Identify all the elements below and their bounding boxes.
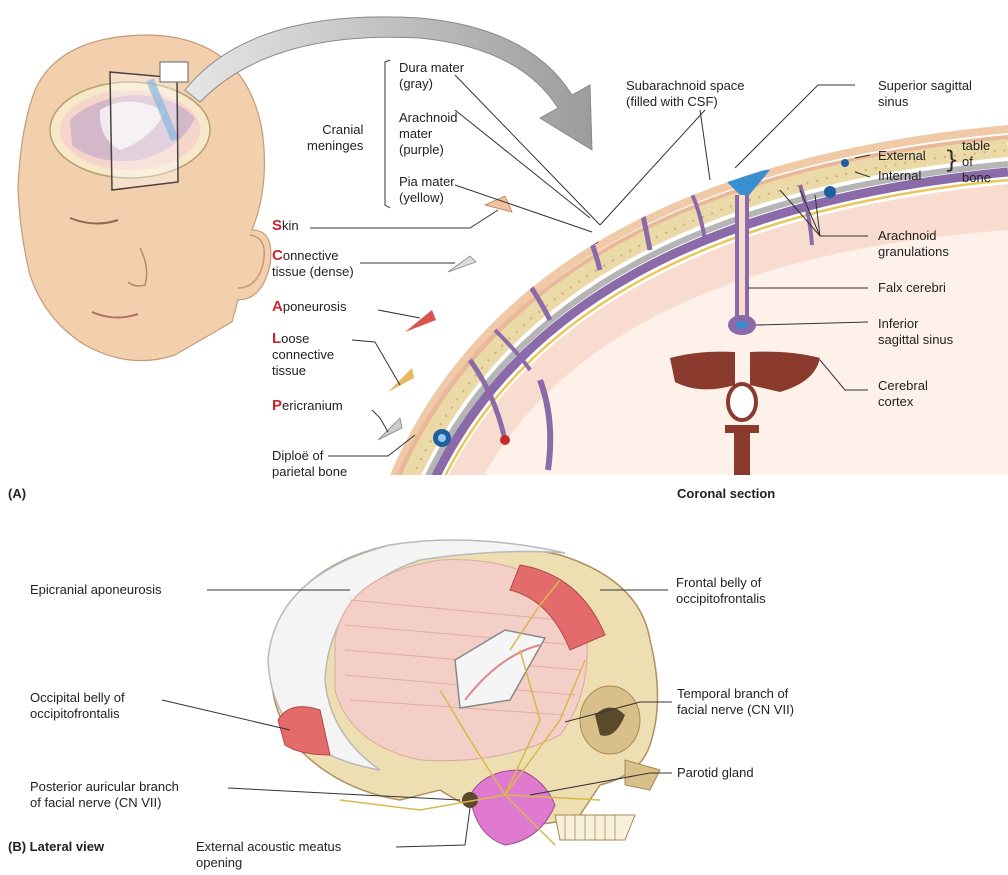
coronal-section-caption: Coronal section	[677, 486, 775, 502]
diploe-label: Diploë of parietal bone	[272, 448, 347, 480]
arachnoid-mater-label: Arachnoid mater (purple)	[399, 110, 458, 158]
superior-sagittal-sinus-label: Superior sagittal sinus	[878, 78, 972, 110]
panel-a-label: (A)	[8, 486, 26, 502]
occipital-belly-label: Occipital belly of occipitofrontalis	[30, 690, 125, 722]
pia-mater-label: Pia mater (yellow)	[399, 174, 455, 206]
scalp-layer-skin: Skin	[272, 218, 299, 234]
head-illustration	[18, 35, 271, 361]
skull-lateral	[268, 540, 660, 845]
frontal-belly-label: Frontal belly of occipitofrontalis	[676, 575, 766, 607]
arachnoid-granulations-label: Arachnoid granulations	[878, 228, 949, 260]
scalp-layer-pericranium: Pericranium	[272, 398, 343, 414]
dura-mater-label: Dura mater (gray)	[399, 60, 464, 92]
panel-b-label: (B) Lateral view	[8, 839, 104, 855]
parotid-gland-label: Parotid gland	[677, 765, 754, 781]
cerebral-cortex-label: Cerebral cortex	[878, 378, 928, 410]
external-acoustic-label: External acoustic meatus opening	[196, 839, 341, 871]
scalp-layer-aponeurosis: Aponeurosis	[272, 299, 346, 315]
internal-table-label: Internal	[878, 168, 921, 184]
scalp-layer-loose: Loose connective tissue	[272, 331, 334, 379]
subarachnoid-space-label: Subarachnoid space (filled with CSF)	[626, 78, 745, 110]
cranial-meninges-label: Cranial meninges	[307, 122, 363, 154]
posterior-auricular-label: Posterior auricular branch of facial ner…	[30, 779, 179, 811]
table-of-bone-label: table of bone	[962, 138, 991, 186]
inferior-sagittal-sinus-label: Inferior sagittal sinus	[878, 316, 953, 348]
falx-cerebri-label: Falx cerebri	[878, 280, 946, 296]
temporal-branch-label: Temporal branch of facial nerve (CN VII)	[677, 686, 794, 718]
external-table-label: External	[878, 148, 926, 164]
scalp-layer-connective: Connective tissue (dense)	[272, 248, 354, 280]
epicranial-aponeurosis-label: Epicranial aponeurosis	[30, 582, 162, 598]
table-brace: }	[944, 148, 959, 172]
